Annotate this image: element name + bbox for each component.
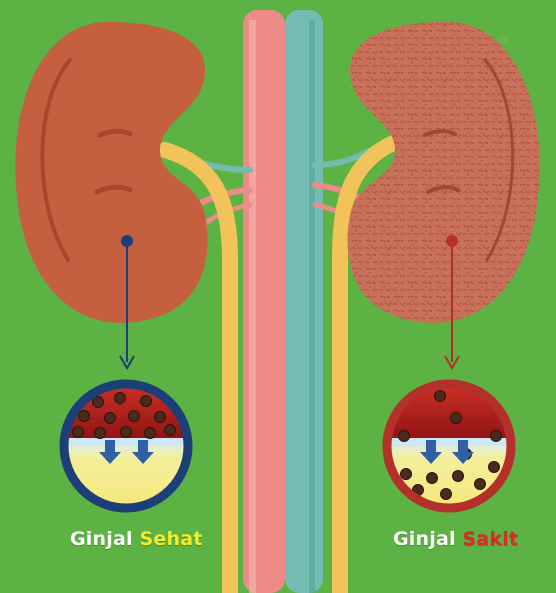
caption-prefix: Ginjal [70,528,133,550]
sick-kidney [348,22,540,323]
healthy-kidney [15,22,207,323]
caption-highlight-sick: Sakit [463,528,519,550]
vein [285,10,323,593]
sick-kidney-caption: Ginjal Sakit [393,528,518,550]
sick-filter-detail [383,380,518,510]
healthy-kidney-caption: Ginjal Sehat [70,528,203,550]
healthy-filter-detail [60,380,195,510]
caption-highlight-healthy: Sehat [140,528,203,550]
blood-vessels [243,10,323,593]
caption-prefix: Ginjal [393,528,456,550]
